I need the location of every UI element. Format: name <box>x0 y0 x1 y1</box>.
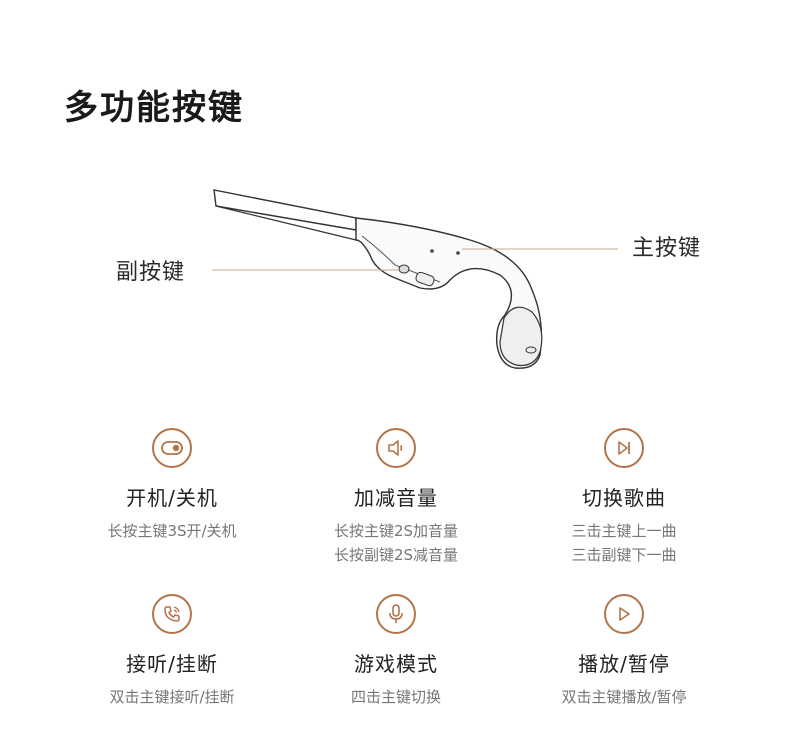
feature-volume: 加减音量 长按主键2S加音量 长按副键2S减音量 <box>266 428 526 567</box>
feature-desc: 四击主键切换 <box>350 688 441 706</box>
feature-desc: 长按主键3S开/关机 <box>107 522 237 540</box>
skip-next-icon <box>604 428 644 468</box>
feature-game: 游戏模式 四击主键切换 <box>266 594 526 709</box>
feature-name: 播放/暂停 <box>578 652 670 676</box>
feature-name: 切换歌曲 <box>582 486 666 510</box>
feature-track: 切换歌曲 三击主键上一曲 三击副键下一曲 <box>494 428 754 567</box>
feature-desc: 长按主键2S加音量 长按副键2S减音量 <box>333 522 459 564</box>
page-title: 多功能按键 <box>64 88 244 128</box>
feature-power: 开机/关机 长按主键3S开/关机 <box>42 428 302 543</box>
microphone-icon <box>376 594 416 634</box>
headphone-illustration <box>212 189 618 369</box>
feature-desc: 双击主键接听/挂断 <box>109 688 235 706</box>
feature-desc: 双击主键播放/暂停 <box>561 688 687 706</box>
feature-name: 接听/挂断 <box>126 652 218 676</box>
feature-play: 播放/暂停 双击主键播放/暂停 <box>494 594 754 709</box>
feature-name: 游戏模式 <box>354 652 438 676</box>
feature-name: 开机/关机 <box>126 486 218 510</box>
secondary-button-label: 副按键 <box>116 260 186 285</box>
phone-call-icon <box>152 594 192 634</box>
power-toggle-icon <box>152 428 192 468</box>
main-button-label: 主按键 <box>632 236 702 261</box>
feature-name: 加减音量 <box>354 486 438 510</box>
feature-desc: 三击主键上一曲 三击副键下一曲 <box>571 522 677 564</box>
volume-icon <box>376 428 416 468</box>
play-icon <box>604 594 644 634</box>
feature-call: 接听/挂断 双击主键接听/挂断 <box>42 594 302 709</box>
